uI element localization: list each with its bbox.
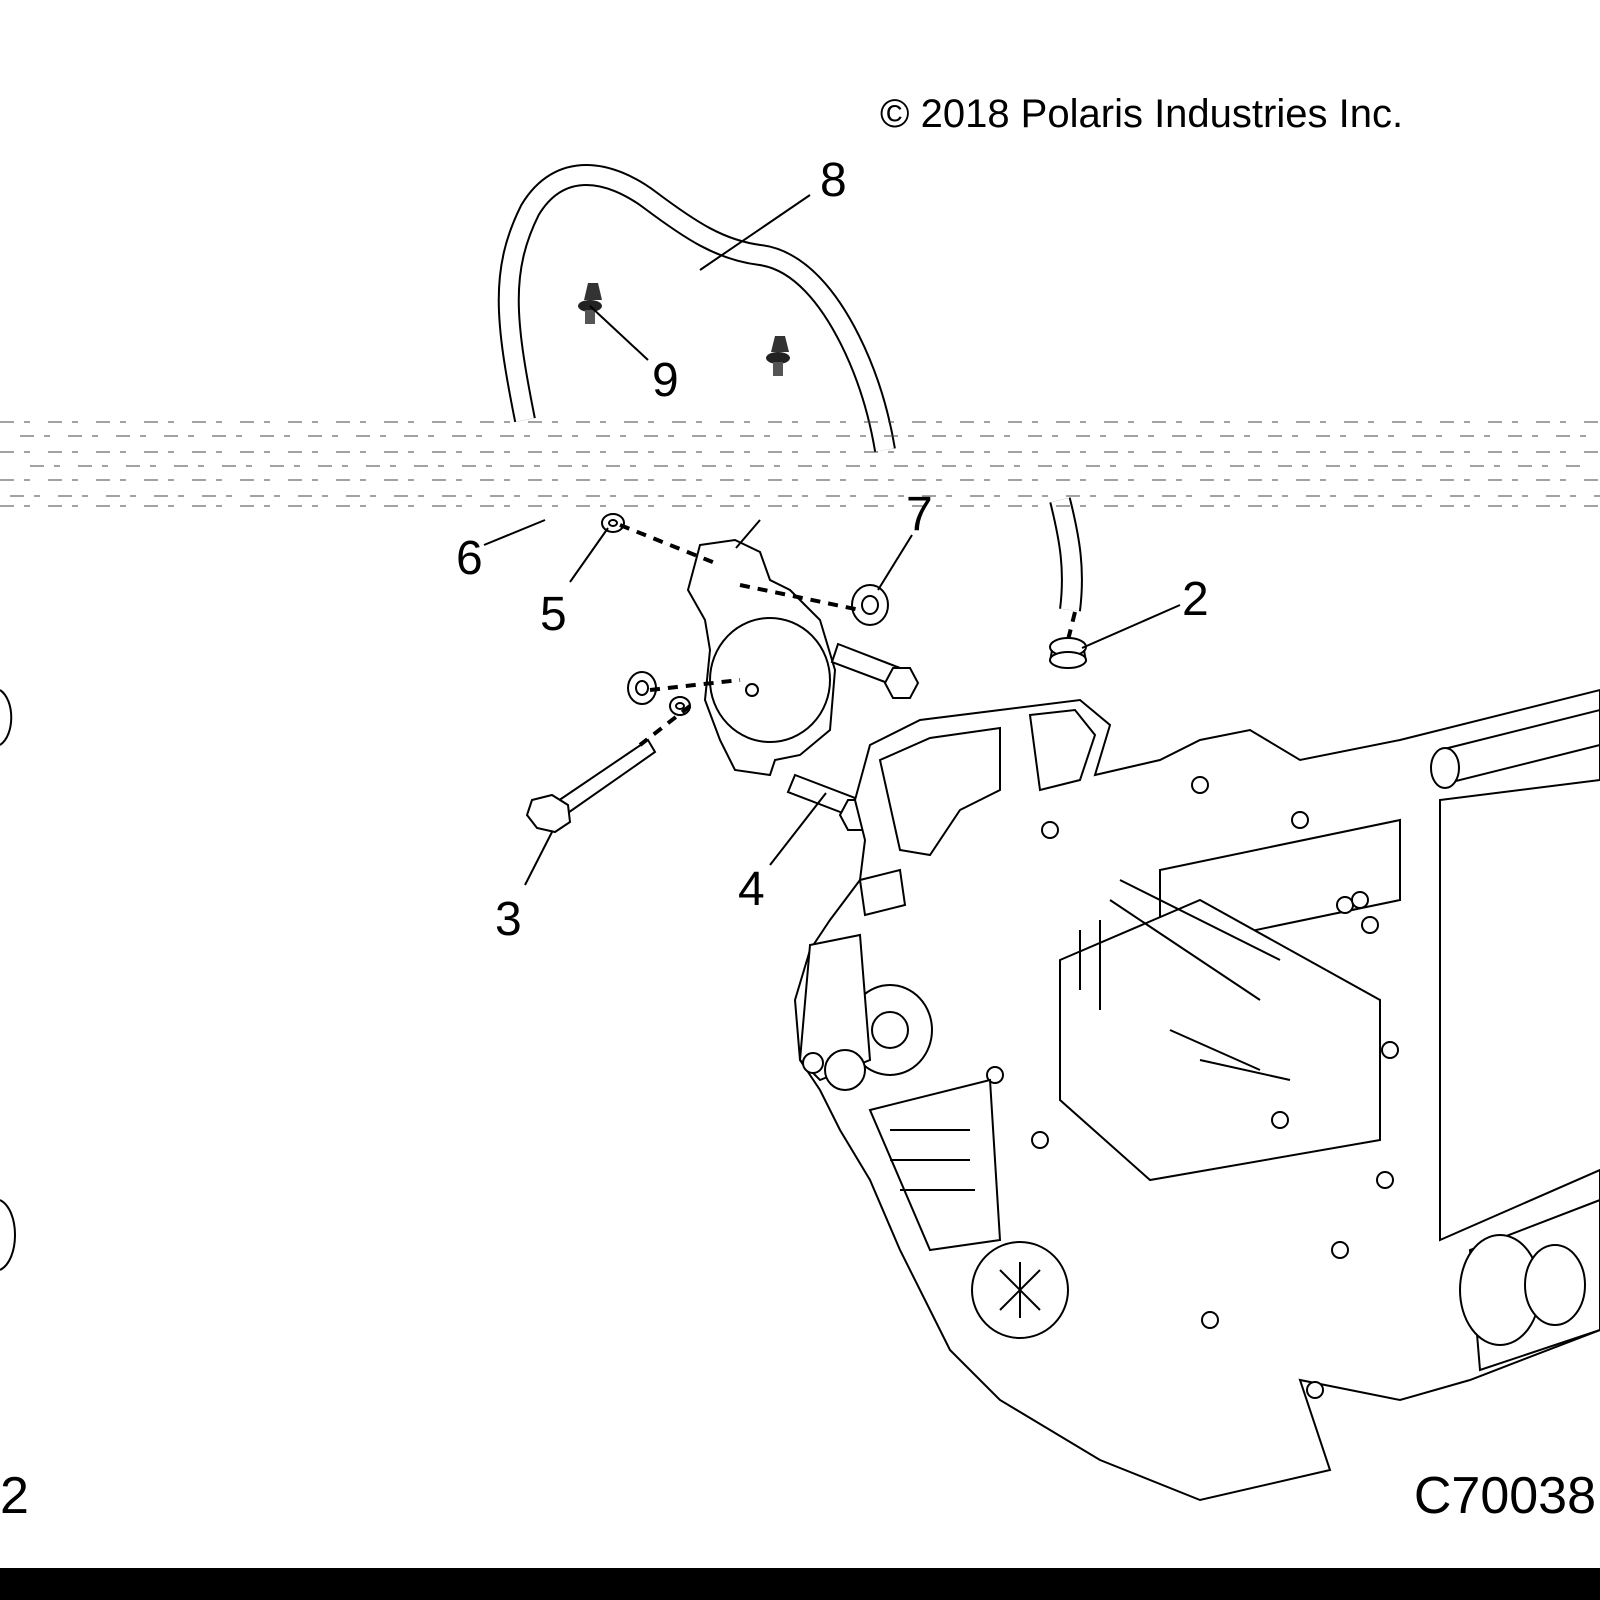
leader-lines bbox=[483, 194, 1181, 886]
callout-6: 6 bbox=[456, 532, 483, 585]
page-number-fragment: 2 bbox=[0, 1467, 29, 1525]
long-bolt bbox=[525, 738, 657, 834]
copyright-notice: © 2018 Polaris Industries Inc. bbox=[880, 92, 1404, 136]
transmission-housing bbox=[793, 688, 1600, 1502]
cropped-left-parts bbox=[0, 689, 16, 1271]
sensor bbox=[686, 538, 837, 777]
bottom-bar bbox=[0, 1568, 1600, 1600]
figure-id: C70038 bbox=[1413, 1467, 1596, 1525]
scan-noise-band bbox=[0, 421, 1600, 507]
callouts: 8 9 6 5 7 2 3 4 bbox=[456, 154, 1209, 946]
callout-3: 3 bbox=[495, 893, 522, 946]
callout-7: 7 bbox=[906, 488, 933, 541]
grommet bbox=[627, 584, 889, 705]
callout-5: 5 bbox=[540, 588, 567, 641]
callout-4: 4 bbox=[738, 863, 765, 916]
push-rivet bbox=[578, 283, 790, 376]
callout-8: 8 bbox=[820, 154, 847, 207]
vent-hose bbox=[497, 164, 1083, 612]
alignment-lines bbox=[619, 523, 1077, 747]
callout-2: 2 bbox=[1182, 573, 1209, 626]
callout-9: 9 bbox=[652, 354, 679, 407]
hose-clamp bbox=[1049, 637, 1087, 669]
